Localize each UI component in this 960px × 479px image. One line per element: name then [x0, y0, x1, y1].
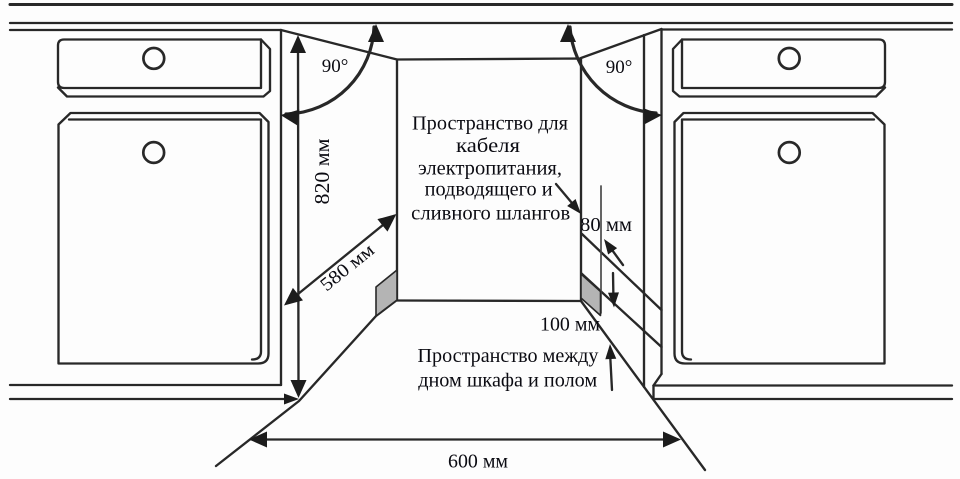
- svg-text:90°: 90°: [322, 56, 349, 77]
- svg-text:Пространство между: Пространство между: [418, 345, 600, 367]
- svg-text:Пространство для: Пространство для: [412, 114, 568, 135]
- svg-text:электропитания,: электропитания,: [418, 159, 562, 180]
- svg-text:600 мм: 600 мм: [448, 452, 508, 473]
- svg-text:80 мм: 80 мм: [580, 214, 632, 236]
- svg-text:580 мм: 580 мм: [316, 240, 378, 296]
- svg-text:кабеля: кабеля: [456, 136, 520, 157]
- svg-text:100 мм: 100 мм: [540, 314, 600, 336]
- svg-text:сливного шлангов: сливного шлангов: [411, 204, 570, 225]
- svg-text:дном шкафа и полом: дном шкафа и полом: [418, 370, 597, 392]
- svg-text:820 мм: 820 мм: [310, 139, 334, 205]
- svg-text:подводящего и: подводящего и: [425, 180, 553, 201]
- svg-text:90°: 90°: [606, 57, 633, 78]
